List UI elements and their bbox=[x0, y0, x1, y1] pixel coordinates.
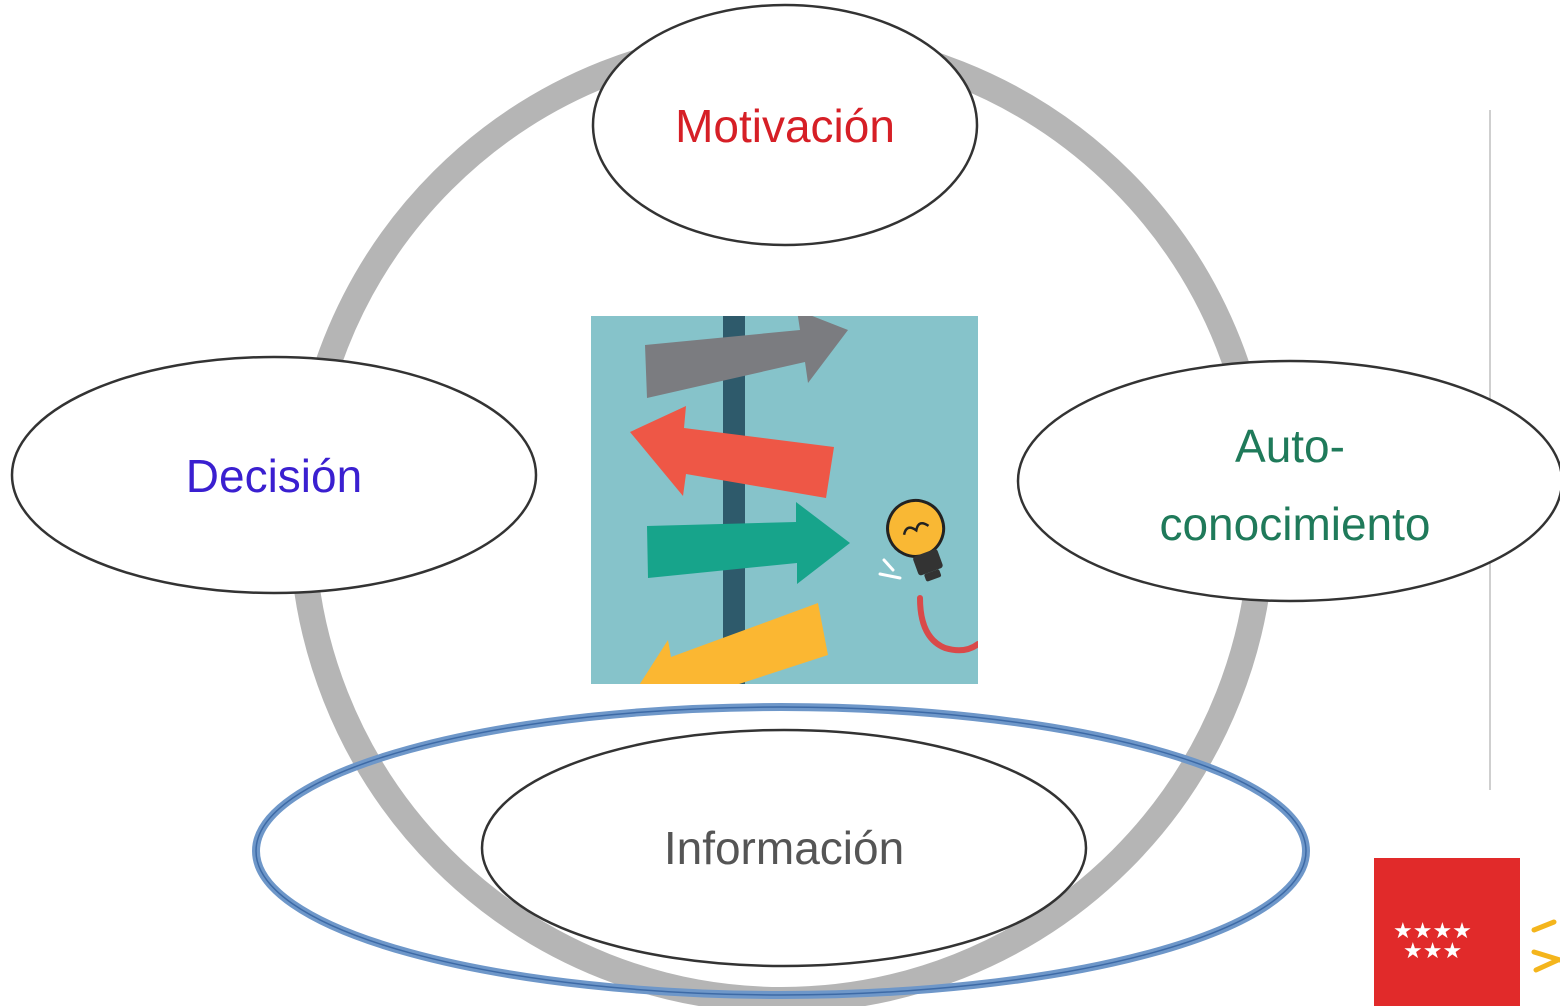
node-autoconocimiento-label-line2: conocimiento bbox=[1159, 498, 1430, 550]
signpost-arrows-lightbulb-icon bbox=[591, 316, 978, 684]
node-informacion-label: Información bbox=[664, 822, 904, 874]
node-decision-label: Decisión bbox=[186, 450, 362, 502]
yellow-arrow bbox=[639, 603, 828, 684]
lightbulb-icon bbox=[886, 498, 946, 582]
node-informacion: Información bbox=[480, 728, 1088, 968]
comunidad-de-madrid-logo: ★★★★ ★★★ bbox=[1374, 858, 1560, 1006]
red-arrow bbox=[630, 406, 834, 498]
bulb-cord bbox=[917, 595, 978, 654]
node-motivacion: Motivación bbox=[591, 3, 979, 247]
logo-stars-row1: ★★★★ bbox=[1393, 919, 1472, 944]
green-arrow bbox=[647, 502, 850, 584]
grey-arrow bbox=[645, 316, 848, 398]
node-autoconocimiento: Auto- conocimiento bbox=[1016, 359, 1560, 603]
node-motivacion-label: Motivación bbox=[675, 100, 895, 152]
node-autoconocimiento-label-line1: Auto- bbox=[1235, 420, 1345, 472]
logo-stars-row2: ★★★ bbox=[1403, 939, 1462, 964]
node-decision: Decisión bbox=[10, 355, 538, 595]
